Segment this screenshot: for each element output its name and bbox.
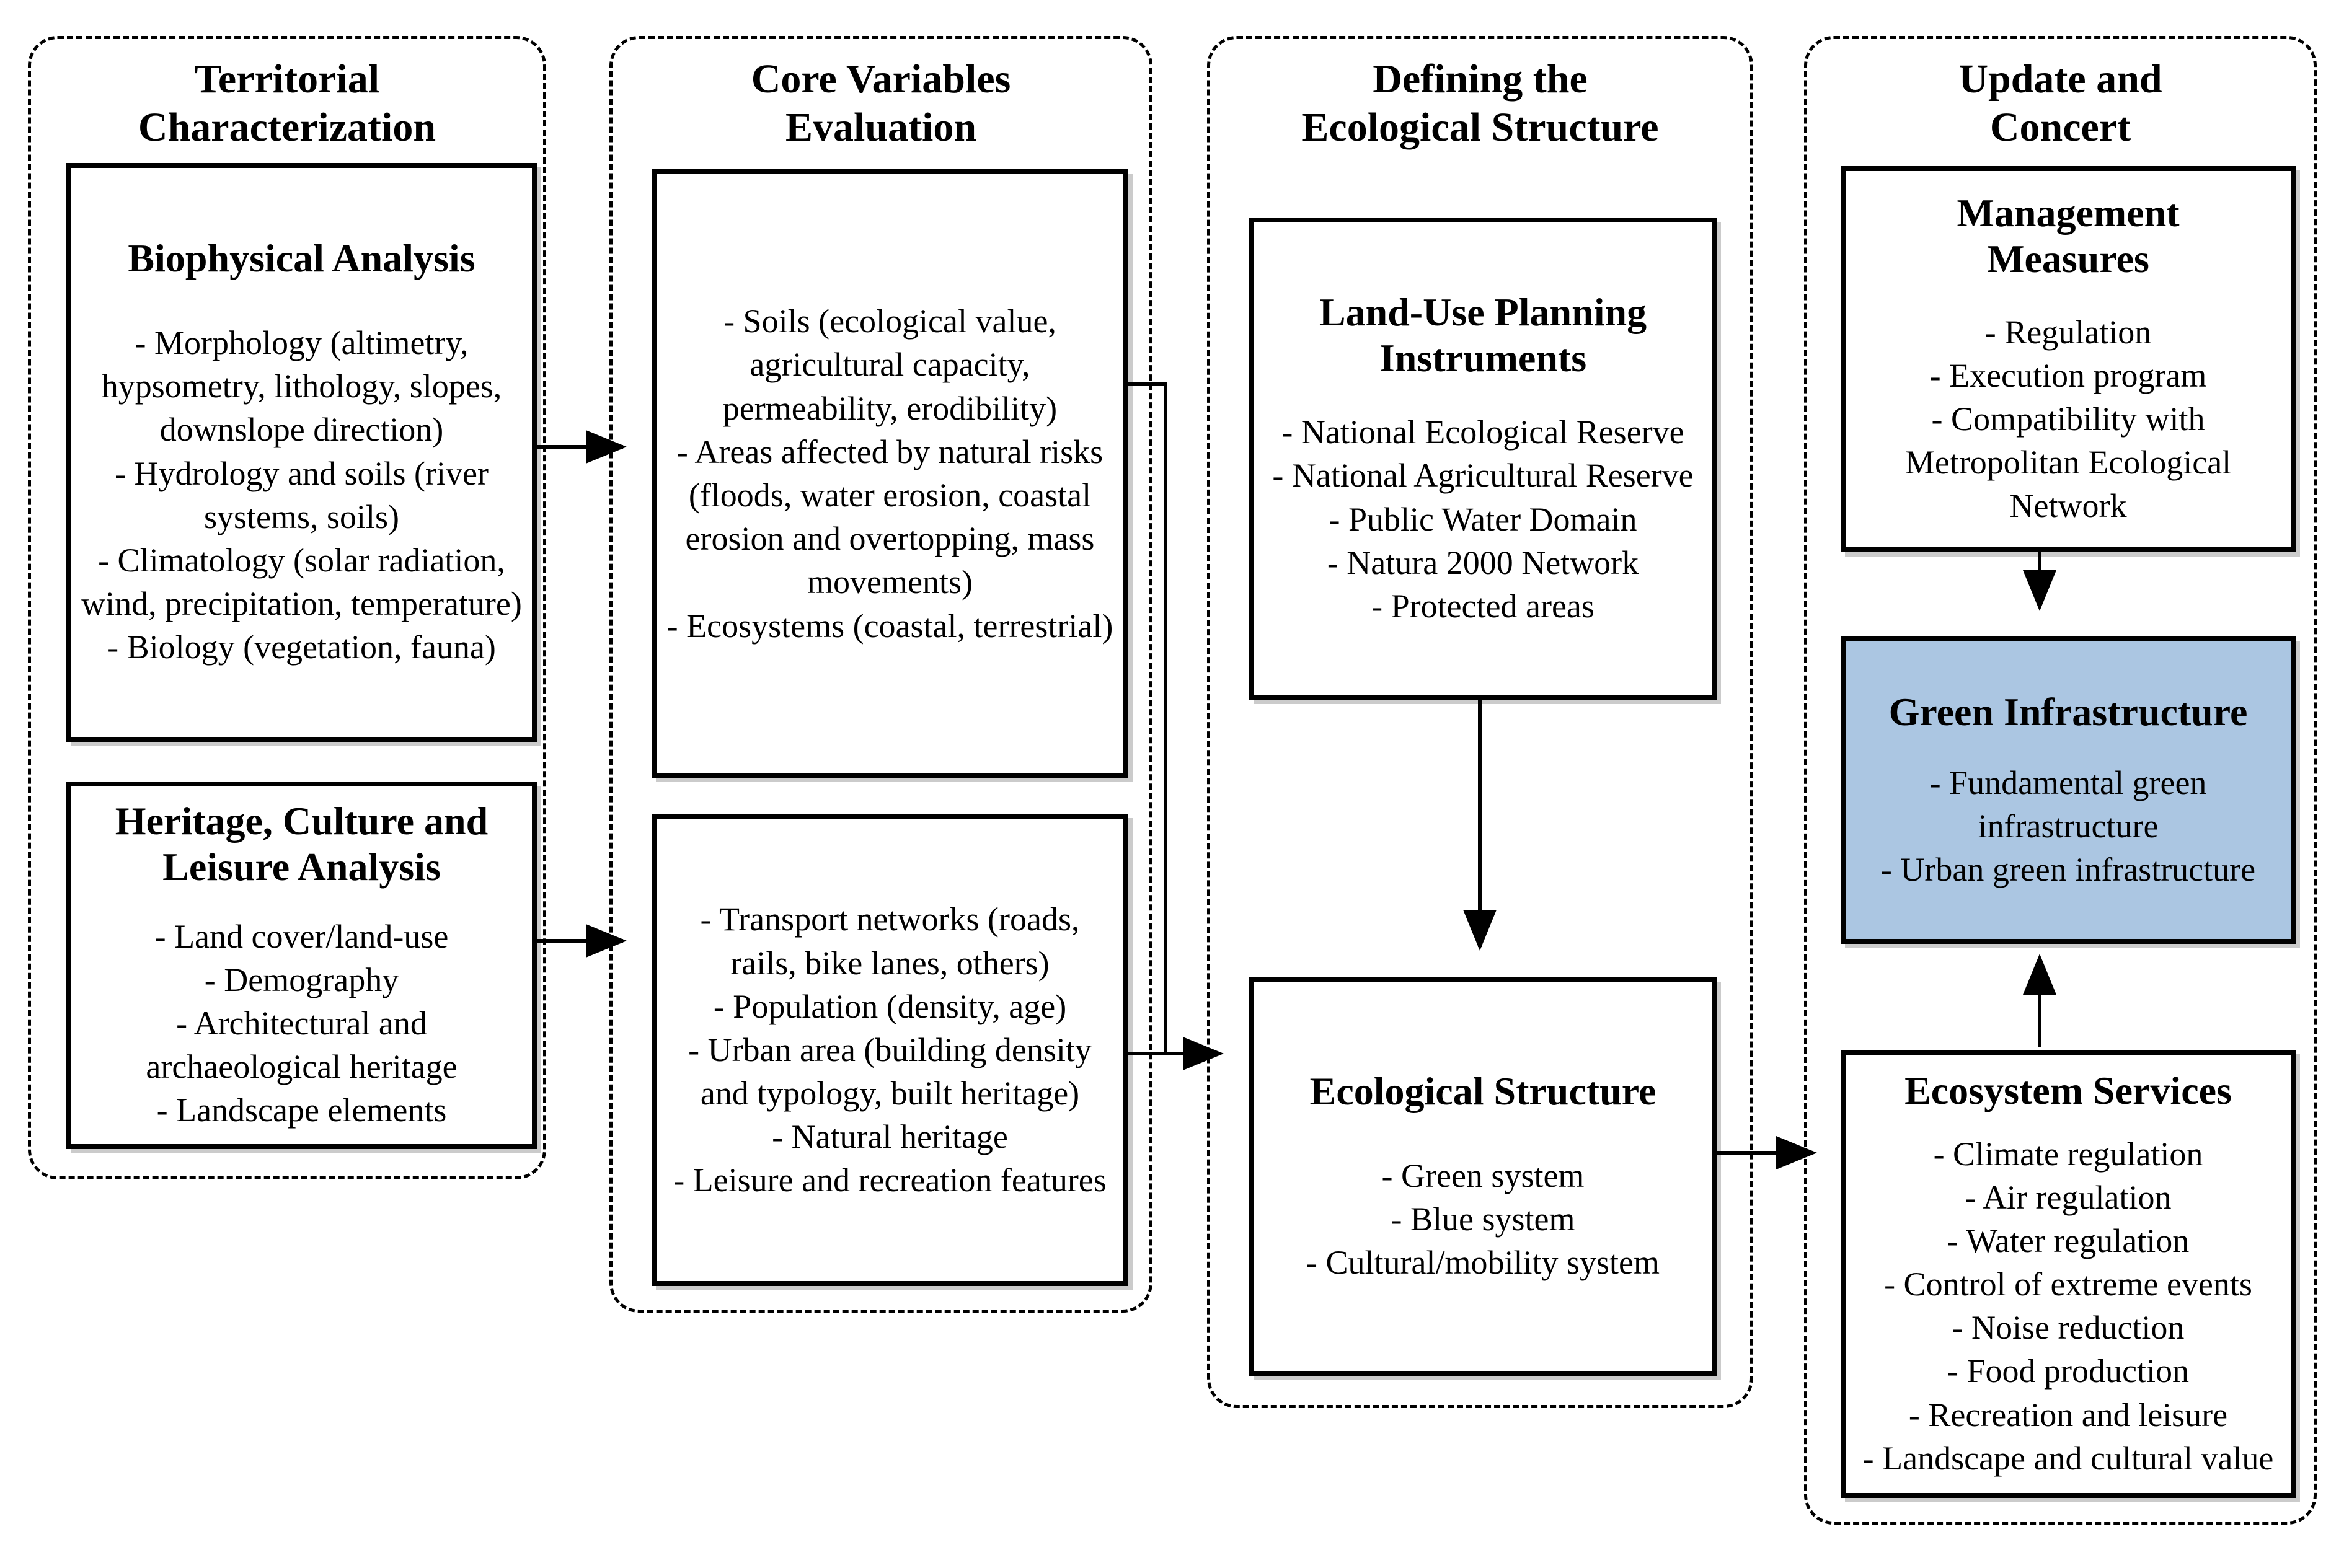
list-item: - National Agricultural Reserve <box>1272 457 1694 495</box>
box-land-use-planning-instruments: Land-Use Planning Instruments - National… <box>1249 218 1717 700</box>
list-item: - Regulation <box>1984 313 2152 351</box>
list-item: - Cultural/mobility system <box>1306 1244 1660 1282</box>
list-item: - Urban green infrastructure <box>1880 850 2256 888</box>
box-title: Ecosystem Services <box>1904 1068 2232 1112</box>
phase-core-variables-evaluation: Core Variables Evaluation - Soils (ecolo… <box>609 36 1152 1313</box>
list-item: - Urban area (building density and typol… <box>688 1031 1092 1112</box>
list-item: - Food production <box>1947 1352 2189 1390</box>
list-item: - Transport networks (roads, rails, bike… <box>700 901 1080 982</box>
list-item: - Land cover/land-use <box>154 917 449 955</box>
phase-title-line: Core Variables <box>751 56 1011 102</box>
list-item: - Climate regulation <box>1933 1135 2203 1173</box>
box-biophysical-analysis: Biophysical Analysis - Morphology (altim… <box>66 163 537 742</box>
phase-territorial-characterization: Territorial Characterization Biophysical… <box>28 36 546 1179</box>
box-title: Management Measures <box>1957 191 2180 281</box>
list-item: - Landscape elements <box>156 1091 447 1129</box>
phase-defining-ecological-structure: Defining the Ecological Structure Land-U… <box>1207 36 1753 1408</box>
list-item: - Natura 2000 Network <box>1327 544 1639 581</box>
list-item: - Green system <box>1381 1157 1585 1195</box>
list-item: - National Ecological Reserve <box>1281 413 1684 451</box>
box-title: Ecological Structure <box>1309 1069 1656 1114</box>
box-heritage-culture-leisure-analysis: Heritage, Culture and Leisure Analysis -… <box>66 782 537 1149</box>
list-item: - Natural heritage <box>772 1118 1008 1156</box>
list-item: - Population (density, age) <box>713 987 1067 1025</box>
list-item: - Water regulation <box>1947 1222 2190 1259</box>
list-item: - Control of extreme events <box>1884 1266 2252 1303</box>
phase-update-and-concert: Update and Concert Management Measures -… <box>1804 36 2317 1525</box>
list-item: - Execution program <box>1929 356 2207 394</box>
box-items: - Fundamental green infrastructure - Urb… <box>1856 761 2281 892</box>
phase-title: Update and Concert <box>1807 39 2314 152</box>
box-human-core-variables: - Transport networks (roads, rails, bike… <box>652 814 1128 1286</box>
phase-title-line: Concert <box>1989 104 2131 150</box>
phase-title-line: Characterization <box>138 104 436 150</box>
list-item: - Air regulation <box>1965 1178 2172 1216</box>
list-item: - Climatology (solar radiation, wind, pr… <box>81 541 522 623</box>
box-items: - Soils (ecological value, agricultural … <box>666 299 1113 648</box>
box-items: - Green system - Blue system - Cultural/… <box>1306 1154 1660 1285</box>
phase-title-line: Evaluation <box>785 104 977 150</box>
box-items: - Transport networks (roads, rails, bike… <box>666 897 1113 1202</box>
box-items: - Morphology (altimetry, hypsometry, lit… <box>81 321 522 669</box>
box-title: Green Infrastructure <box>1888 689 2248 734</box>
arrow-core-variables-to-ecological-structure <box>1125 382 1224 1070</box>
box-items: - Land cover/land-use - Demography - Arc… <box>81 915 522 1132</box>
list-item: - Biology (vegetation, fauna) <box>107 628 496 666</box>
phase-title-line: Update and <box>1958 56 2162 102</box>
phase-title: Defining the Ecological Structure <box>1210 39 1750 152</box>
box-ecological-structure: Ecological Structure - Green system - Bl… <box>1249 977 1717 1376</box>
box-biophysical-core-variables: - Soils (ecological value, agricultural … <box>652 169 1128 778</box>
phase-title-line: Defining the <box>1373 56 1588 102</box>
list-item: - Noise reduction <box>1952 1309 2185 1347</box>
phase-title: Core Variables Evaluation <box>613 39 1149 152</box>
box-title: Heritage, Culture and Leisure Analysis <box>115 799 489 889</box>
list-item: - Protected areas <box>1371 587 1595 625</box>
list-item: - Ecosystems (coastal, terrestrial) <box>666 607 1113 645</box>
box-ecosystem-services: Ecosystem Services - Climate regulation … <box>1841 1050 2296 1498</box>
list-item: - Landscape and cultural value <box>1862 1439 2274 1477</box>
list-item: - Morphology (altimetry, hypsometry, lit… <box>101 324 502 449</box>
phase-title-line: Territorial <box>194 56 380 102</box>
phase-title: Territorial Characterization <box>31 39 543 152</box>
phase-title-line: Ecological Structure <box>1301 104 1659 150</box>
box-items: - Regulation - Execution program - Compa… <box>1856 311 2281 528</box>
list-item: - Public Water Domain <box>1329 500 1637 538</box>
list-item: - Architectural and archaeological herit… <box>146 1005 458 1086</box>
list-item: - Blue system <box>1391 1200 1575 1238</box>
box-green-infrastructure: Green Infrastructure - Fundamental green… <box>1841 636 2296 944</box>
list-item: - Fundamental green infrastructure <box>1929 764 2207 845</box>
box-management-measures: Management Measures - Regulation - Execu… <box>1841 166 2296 552</box>
list-item: - Leisure and recreation features <box>673 1161 1107 1199</box>
box-title: Biophysical Analysis <box>128 236 475 281</box>
box-items: - National Ecological Reserve - National… <box>1272 410 1693 628</box>
list-item: - Compatibility with Metropolitan Ecolog… <box>1904 400 2232 525</box>
box-items: - Climate regulation - Air regulation - … <box>1863 1132 2274 1481</box>
box-title: Land-Use Planning Instruments <box>1319 289 1647 380</box>
list-item: - Soils (ecological value, agricultural … <box>722 302 1058 427</box>
list-item: - Demography <box>204 961 399 998</box>
list-item: - Recreation and leisure <box>1908 1396 2228 1434</box>
list-item: - Hydrology and soils (river systems, so… <box>115 454 489 535</box>
list-item: - Areas affected by natural risks (flood… <box>676 433 1104 601</box>
